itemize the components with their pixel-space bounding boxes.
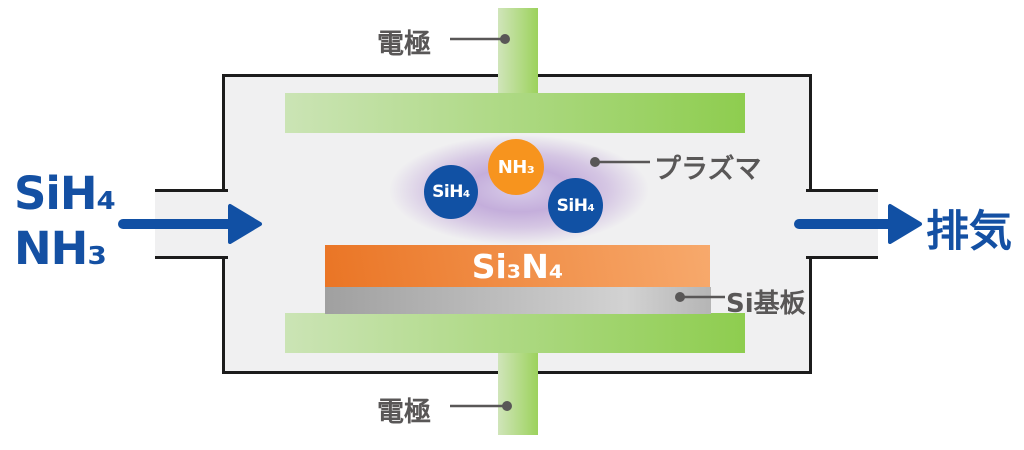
exhaust-outlet-tube [806, 189, 878, 259]
substrate-label: Si基板 [726, 289, 806, 319]
plasma-label: プラズマ [654, 154, 762, 185]
sih4-molecule-right: SiH₄ [548, 178, 603, 233]
si3n4-film-label: Si₃N₄ [471, 246, 564, 286]
si3n4-film-layer: Si₃N₄ [325, 245, 710, 287]
gas-inlet-tube [155, 189, 228, 259]
bottom-electrode-plate [285, 313, 745, 353]
inlet-gases-label: SiH₄ NH₃ [14, 166, 116, 276]
bottom-electrode-rod [498, 352, 538, 435]
inlet-gas-sih4: SiH₄ [14, 167, 116, 220]
top-electrode-label: 電極 [377, 29, 431, 60]
sih4-molecule-left: SiH₄ [424, 165, 478, 219]
sih4-molecule-left-label: SiH₄ [432, 182, 470, 202]
top-electrode-plate [285, 93, 745, 133]
top-electrode-rod [498, 8, 538, 94]
bottom-electrode-label: 電極 [377, 397, 431, 428]
nh3-molecule: NH₃ [488, 139, 544, 195]
nh3-molecule-label: NH₃ [497, 156, 535, 178]
inlet-gas-nh3: NH₃ [14, 222, 107, 275]
si-substrate-layer [325, 287, 711, 314]
sih4-molecule-right-label: SiH₄ [556, 195, 595, 216]
exhaust-label: 排気 [926, 207, 1012, 257]
